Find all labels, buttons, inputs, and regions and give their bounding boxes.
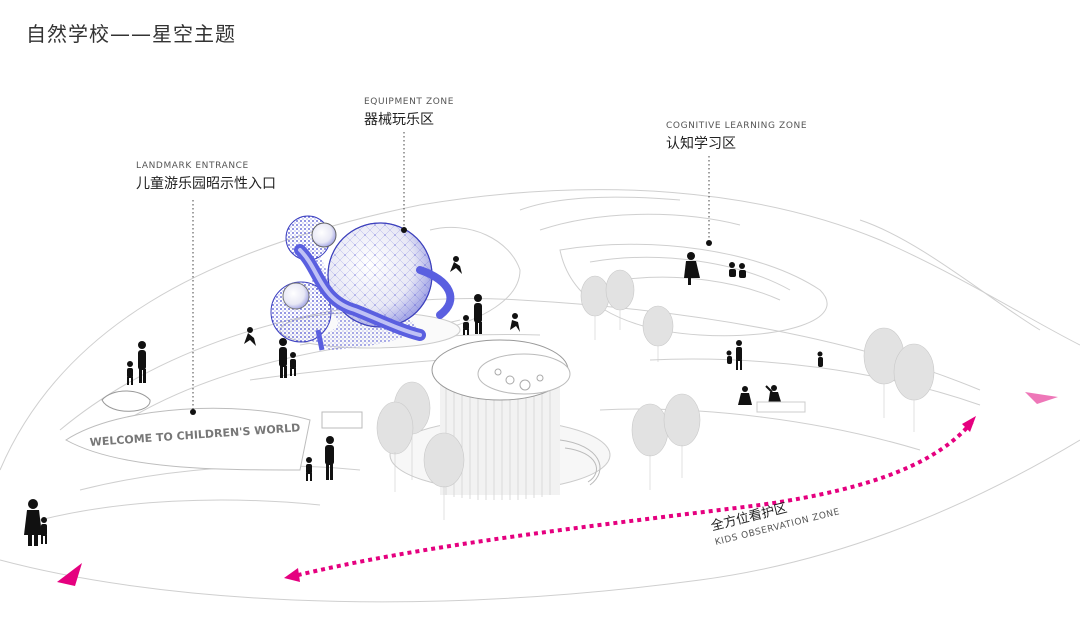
leader-lines xyxy=(192,132,710,410)
entry-arrow-left-icon xyxy=(57,563,82,586)
observation-arrow-start-icon xyxy=(284,568,300,582)
zone-label-en: EQUIPMENT ZONE xyxy=(364,97,455,107)
zone-label-cn: 器械玩乐区 xyxy=(364,112,434,128)
observation-arrow-end-icon xyxy=(962,416,976,432)
leader-dots xyxy=(190,227,712,415)
zone-label-en: LANDMARK ENTRANCE xyxy=(136,161,249,171)
welcome-sign: WELCOME TO CHILDREN'S WORLD xyxy=(65,390,363,471)
zone-label-cn: 认知学习区 xyxy=(666,136,736,152)
page-title: 自然学校——星空主题 xyxy=(26,22,236,46)
zone-label-en: COGNITIVE LEARNING ZONE xyxy=(666,121,808,131)
trees xyxy=(376,269,935,520)
zone-label-landmark: LANDMARK ENTRANCE 儿童游乐园昭示性入口 xyxy=(136,161,276,193)
equipment-structure xyxy=(270,215,461,351)
people-silhouettes xyxy=(24,252,823,546)
zone-label-equipment: EQUIPMENT ZONE 器械玩乐区 xyxy=(364,97,454,129)
entry-arrow-right-icon xyxy=(1025,392,1058,404)
zone-label-cn: 儿童游乐园昭示性入口 xyxy=(136,176,276,192)
zone-label-cognitive: COGNITIVE LEARNING ZONE 认知学习区 xyxy=(666,121,807,153)
